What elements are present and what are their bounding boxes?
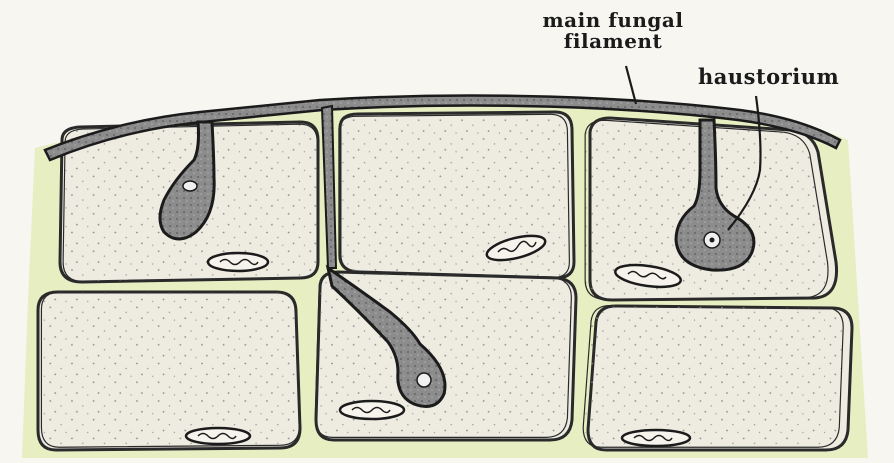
main-fungal-filament-leader-line (626, 66, 636, 104)
main-fungal-filament-label-line1: main fungal (508, 10, 718, 31)
nucleus (622, 430, 690, 446)
host-cell-top-middle (339, 112, 574, 278)
nucleus (208, 253, 268, 271)
host-cells (38, 112, 852, 450)
nucleus (340, 401, 404, 419)
nucleus (186, 428, 250, 444)
haustorium-label: haustorium (698, 66, 839, 88)
main-fungal-filament-label: main fungal filament (508, 10, 718, 52)
host-cell-bottom-right (583, 305, 852, 450)
host-cell-bottom-left (38, 292, 300, 450)
main-fungal-filament-label-line2: filament (508, 31, 718, 52)
